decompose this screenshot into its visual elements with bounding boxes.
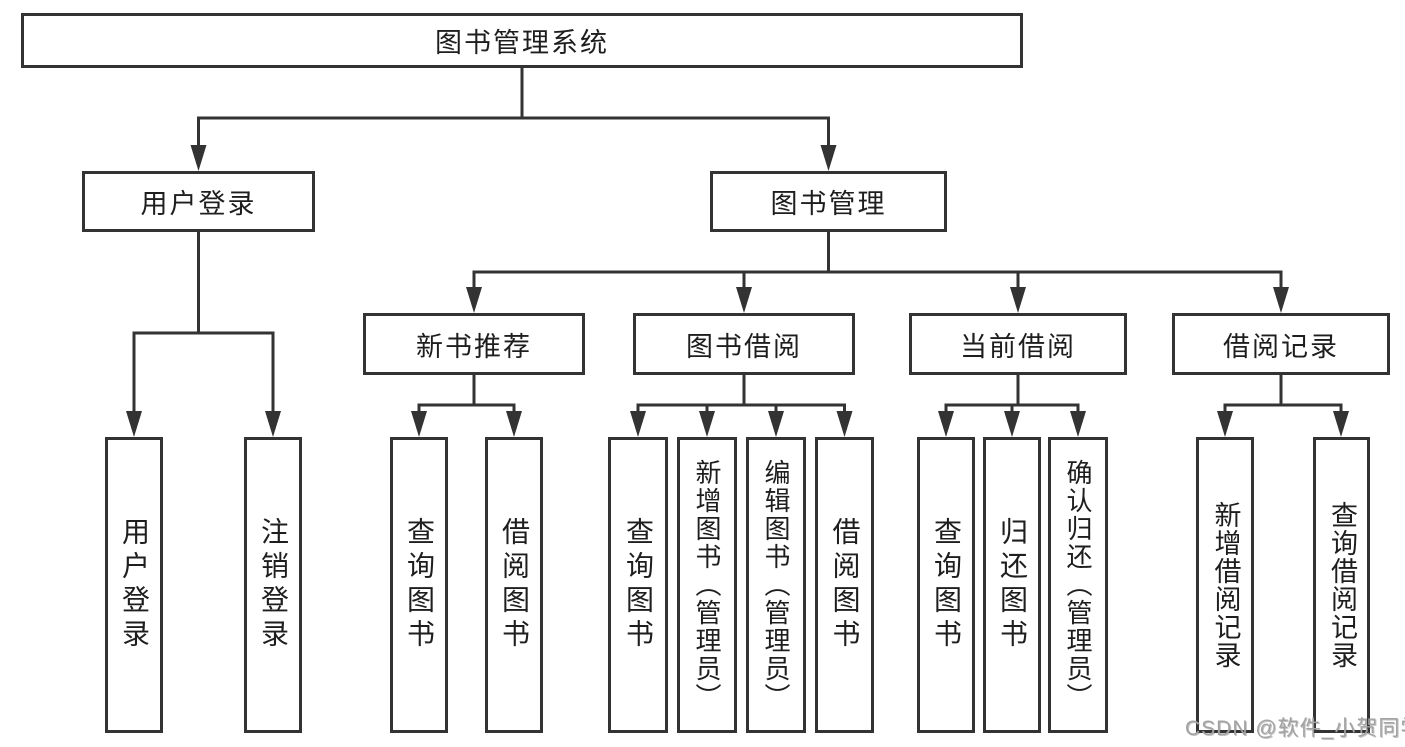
node-label: 新书推荐: [416, 331, 532, 362]
node-book-management: 图书管理: [710, 171, 947, 232]
node-label: 图书管理: [770, 189, 887, 219]
leaf-logout-login: 注销登录: [244, 437, 302, 733]
leaf-query-books-current: 查询图书: [917, 437, 975, 733]
leaf-query-books-recommend: 查询图书: [390, 437, 448, 733]
node-label: 新增借阅记录: [1210, 501, 1241, 669]
leaf-add-books-admin: 新增图书（管理员）: [677, 437, 737, 733]
node-label: 查询图书: [931, 517, 962, 653]
node-label: 归还图书: [997, 517, 1028, 653]
node-label: 查询图书: [404, 517, 435, 653]
leaf-borrow-books-recommend: 借阅图书: [485, 437, 543, 733]
leaf-borrow-books-borrowing: 借阅图书: [815, 437, 874, 733]
node-label: 查询图书: [623, 517, 654, 653]
node-label: 查询借阅记录: [1327, 501, 1357, 669]
edges-book-borrowing-to-leaves: [630, 375, 853, 437]
node-label: 图书管理系统: [435, 28, 609, 58]
node-user-login: 用户登录: [82, 171, 315, 232]
leaf-return-books: 归还图书: [983, 437, 1041, 733]
node-label: 当前借阅: [960, 331, 1076, 362]
node-label: 图书借阅: [686, 331, 802, 362]
node-label: 编辑图书（管理员）: [761, 459, 791, 711]
edges-book-management-to-level3: [466, 232, 1289, 313]
leaf-query-books-borrowing: 查询图书: [608, 437, 668, 733]
node-label: 用户登录: [140, 189, 257, 219]
leaf-confirm-return-admin: 确认归还（管理员）: [1048, 437, 1108, 733]
node-label: 用户登录: [119, 517, 150, 653]
edges-new-book-recommendation-to-leaves: [411, 375, 522, 437]
node-library-management-system: 图书管理系统: [21, 13, 1023, 68]
edges-user-login-to-leaves: [126, 232, 281, 437]
leaf-query-borrow-record: 查询借阅记录: [1313, 437, 1370, 733]
node-label: 新增图书（管理员）: [692, 459, 722, 711]
edges-borrowing-records-to-leaves: [1217, 375, 1349, 437]
node-label: 借阅记录: [1223, 331, 1339, 362]
node-new-book-recommendation: 新书推荐: [363, 313, 585, 375]
node-book-borrowing: 图书借阅: [633, 313, 855, 375]
csdn-watermark: CSDN @软件_小贺同学: [1185, 717, 1405, 740]
leaf-edit-books-admin: 编辑图书（管理员）: [746, 437, 806, 733]
node-label: 确认归还（管理员）: [1063, 459, 1093, 711]
edges-root-to-level2: [190, 68, 837, 171]
node-label: 借阅图书: [829, 517, 861, 653]
leaf-add-borrow-record: 新增借阅记录: [1196, 437, 1254, 733]
edges-current-borrowing-to-leaves: [938, 375, 1086, 437]
node-current-borrowing: 当前借阅: [909, 313, 1127, 375]
node-label: 注销登录: [258, 517, 289, 653]
node-borrowing-records: 借阅记录: [1172, 313, 1390, 375]
node-label: 借阅图书: [499, 517, 530, 653]
leaf-user-login: 用户登录: [105, 437, 163, 733]
